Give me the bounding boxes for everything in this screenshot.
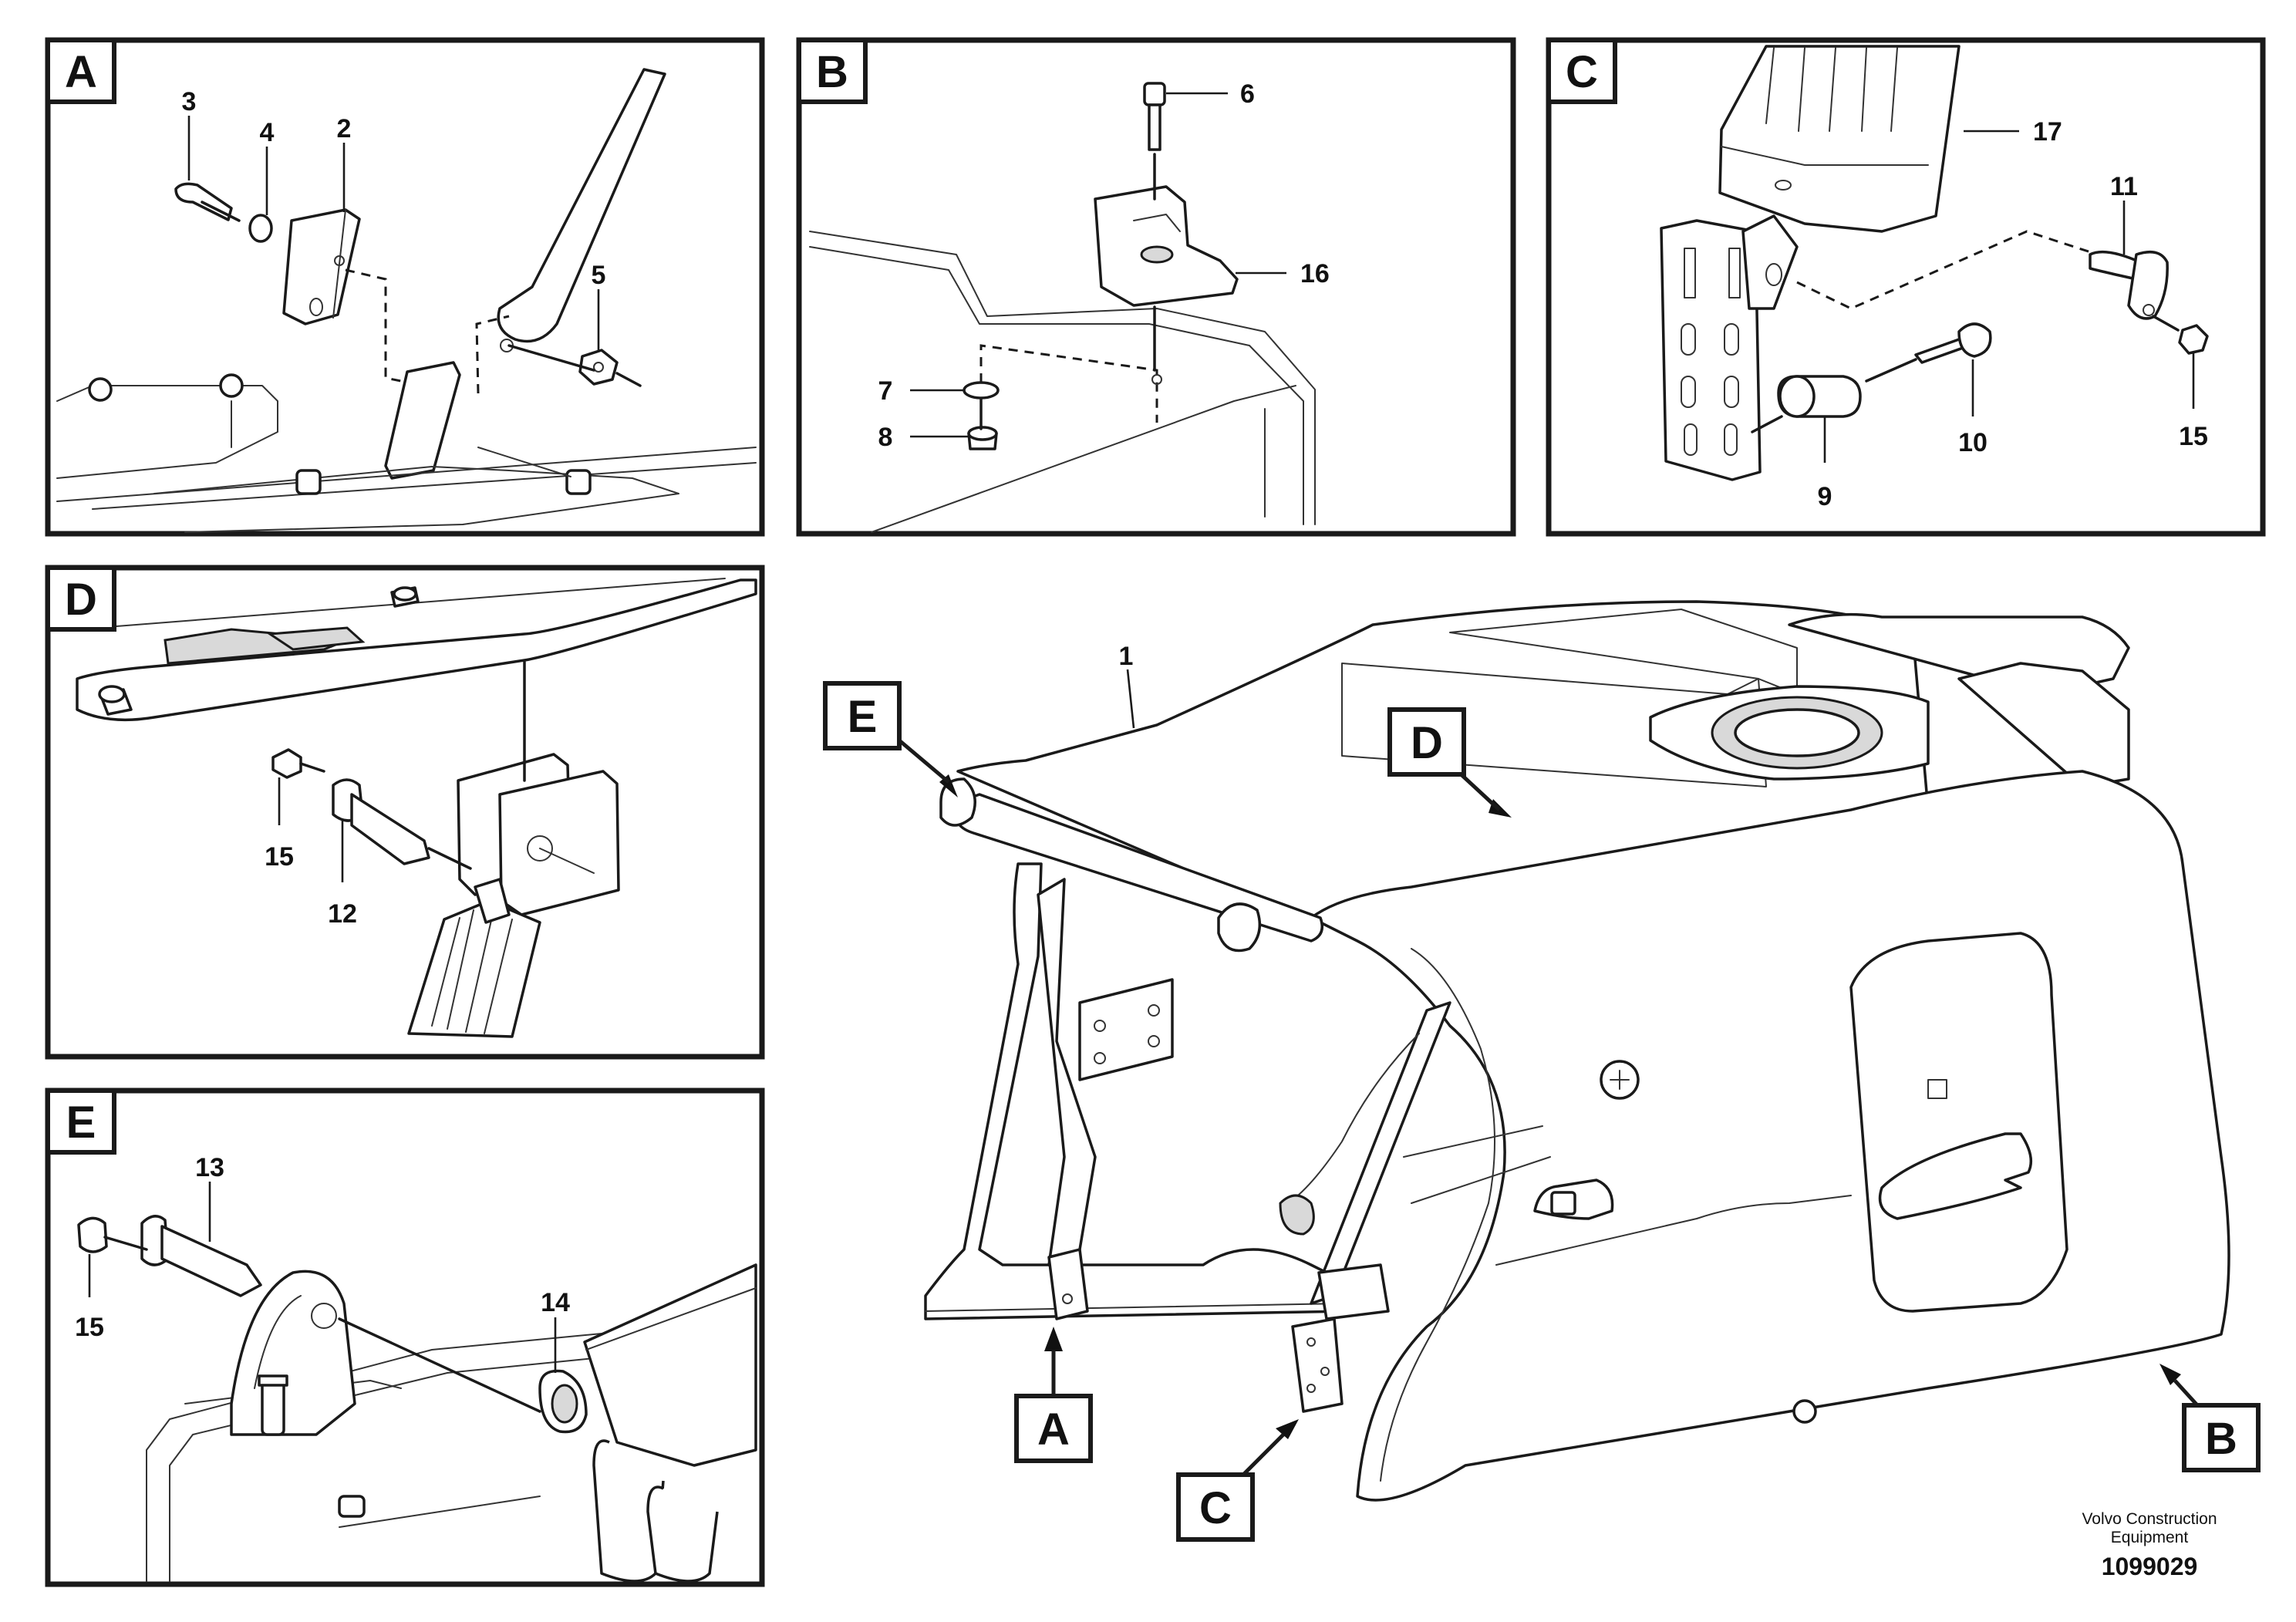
callout-6: 6 [1166,79,1255,109]
callout-5: 5 [592,261,606,350]
main-view-artwork [924,600,2230,1502]
marker-b: B [2159,1364,2261,1472]
callout-15: 15 [75,1254,104,1342]
svg-text:A: A [1037,1404,1070,1455]
svg-text:C: C [1566,47,1598,97]
callout-15: 15 [265,777,294,872]
svg-text:1: 1 [1119,642,1134,671]
detail-panel-c: 17 11 10 15 9 C [1546,37,2266,537]
panel-tag-c: C [1546,38,1617,104]
panel-a-artwork [56,68,757,533]
main-view-cab-assembly: 1 E D A C [823,600,2261,1542]
callout-12: 12 [328,819,357,929]
panel-b-artwork [809,82,1316,533]
marker-d: D [1387,707,1512,818]
svg-text:B: B [2205,1414,2237,1464]
svg-text:6: 6 [1240,79,1255,109]
marker-e: E [823,681,958,798]
svg-text:14: 14 [541,1288,570,1317]
callout-4: 4 [260,118,275,215]
callout-1: 1 [1119,642,1135,729]
panel-tag-a: A [46,38,116,104]
detail-panel-b: 6 16 7 8 B [796,37,1516,537]
callout-14: 14 [541,1288,570,1373]
svg-text:15: 15 [75,1313,104,1342]
marker-a: A [1014,1327,1093,1463]
brand-line-2: Equipment [2111,1529,2189,1546]
callout-13: 13 [195,1153,224,1242]
callout-3: 3 [182,87,197,180]
svg-text:10: 10 [1958,428,1988,457]
callout-7: 7 [878,376,964,406]
callout-9: 9 [1818,416,1832,511]
callout-16: 16 [1236,259,1330,288]
marker-c: C [1176,1419,1299,1542]
svg-text:7: 7 [878,376,893,406]
svg-text:D: D [1411,718,1443,768]
svg-text:17: 17 [2033,117,2062,147]
svg-text:15: 15 [2179,422,2208,451]
panel-c-artwork [1660,45,2209,481]
svg-text:9: 9 [1818,482,1832,511]
panel-tag-b: B [797,38,868,104]
drawing-number: 1099029 [2102,1553,2198,1580]
svg-text:A: A [65,47,97,97]
drawing-id-block: Volvo Construction Equipment 1099029 [2082,1510,2217,1580]
detail-panel-e: 13 14 15 E [45,1088,765,1587]
svg-text:16: 16 [1300,259,1330,288]
svg-text:12: 12 [328,899,357,929]
svg-text:4: 4 [260,118,275,147]
svg-text:11: 11 [2110,172,2138,201]
detail-panel-a: 3 4 2 5 A [45,37,765,537]
brand-line-1: Volvo Construction [2082,1510,2217,1528]
callout-15: 15 [2179,353,2208,451]
panel-tag-e: E [46,1088,116,1155]
svg-text:C: C [1199,1483,1232,1533]
panel-tag-d: D [46,565,116,632]
callout-10: 10 [1958,359,1988,457]
svg-text:B: B [816,47,848,97]
svg-text:D: D [65,575,97,625]
detail-panel-d: 15 12 D [45,565,765,1060]
panel-e-artwork [77,1215,757,1583]
callout-8: 8 [878,423,969,452]
svg-text:3: 3 [182,87,197,116]
callout-17: 17 [1964,117,2062,147]
svg-text:5: 5 [592,261,606,290]
svg-text:15: 15 [265,842,294,872]
callout-11: 11 [2110,172,2138,255]
callout-2: 2 [337,114,352,212]
svg-text:E: E [66,1098,96,1148]
panel-d-artwork [76,578,757,1038]
svg-text:8: 8 [878,423,893,452]
svg-text:13: 13 [195,1153,224,1182]
svg-text:E: E [848,692,878,742]
svg-text:2: 2 [337,114,352,143]
